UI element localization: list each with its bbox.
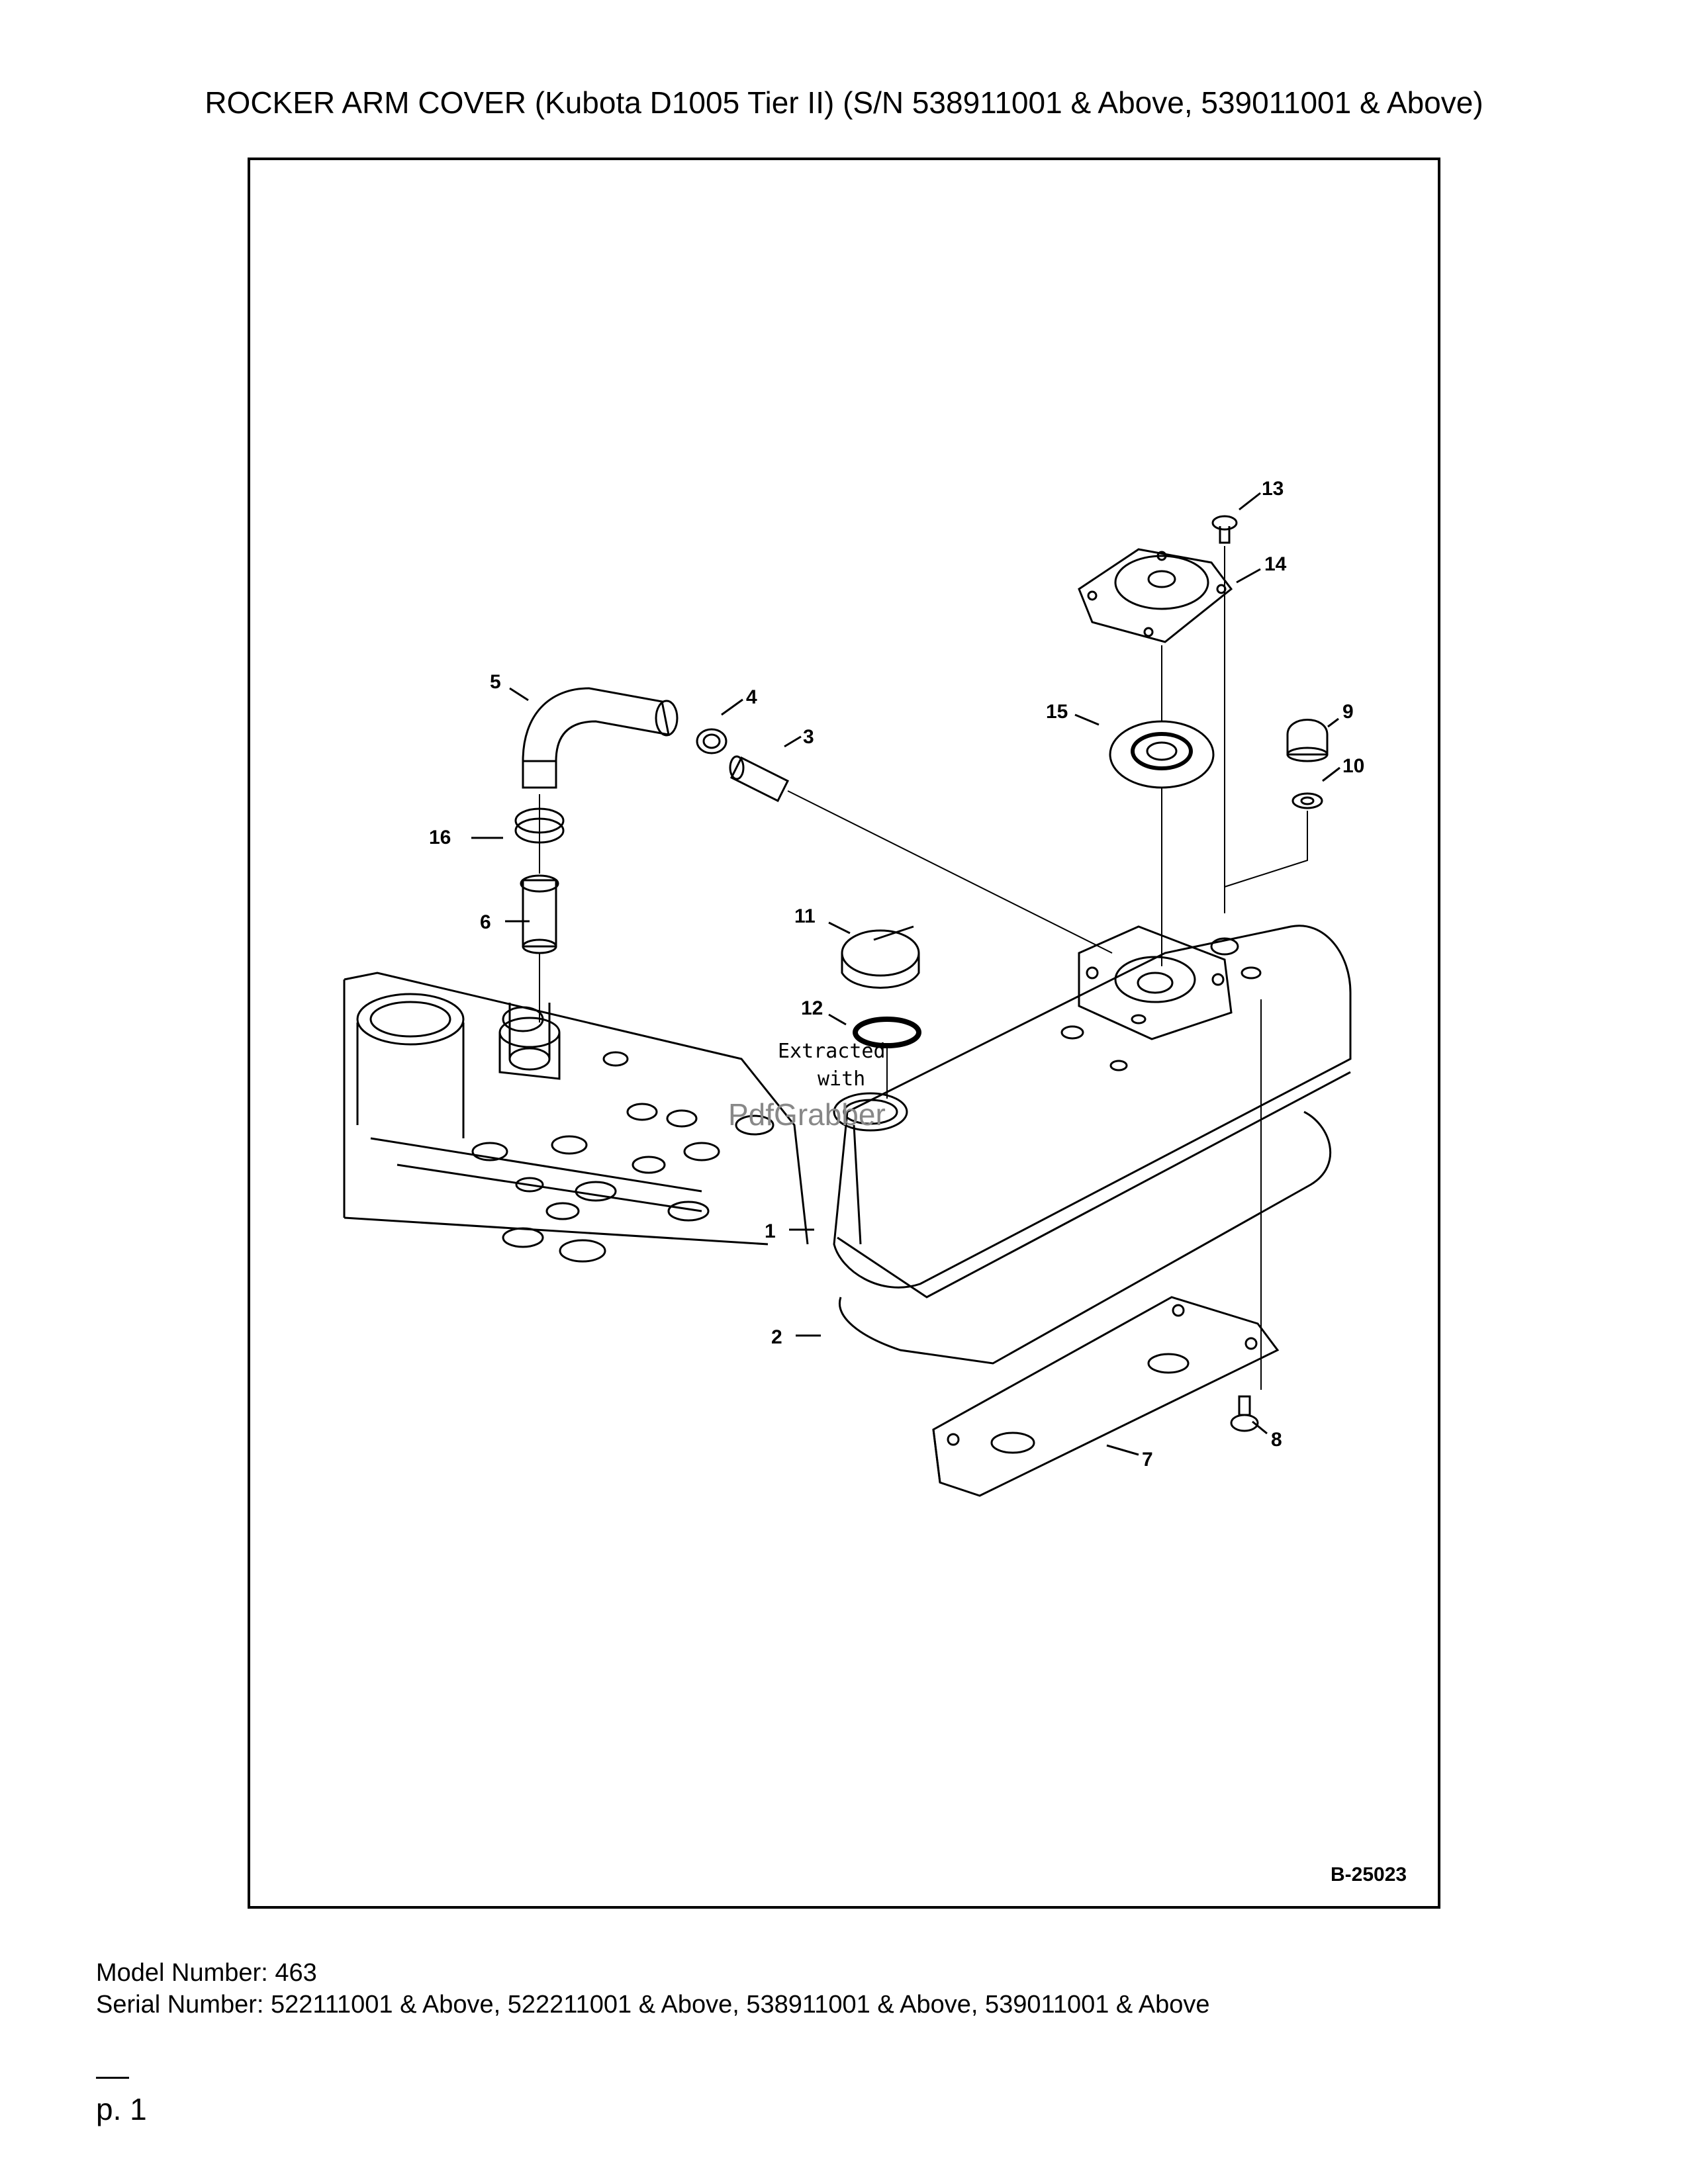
- bracket-plate-part-7: [932, 1296, 1280, 1497]
- callout-12: 12: [801, 997, 823, 1019]
- callout-11: 11: [794, 905, 816, 927]
- clip-part-4: [696, 728, 727, 754]
- breather-housing: [1078, 925, 1233, 1040]
- figure-code: B-25023: [1331, 1864, 1407, 1886]
- breather-cover-part-14: [1078, 548, 1233, 643]
- pipe-part-3: [729, 755, 790, 803]
- watermark-line2: with: [818, 1068, 865, 1091]
- page-number-rule: [96, 2077, 129, 2079]
- pdfgrabber-watermark: Extracted with PdfGrabber: [728, 1040, 886, 1132]
- diagram-frame: [248, 158, 1440, 1909]
- serial-number: Serial Number: 522111001 & Above, 522211…: [96, 1991, 1210, 2019]
- callout-leaders: [471, 492, 1340, 1456]
- diaphragm-part-15: [1109, 720, 1215, 789]
- gasket-part-2: [839, 1111, 1331, 1365]
- watermark-line1: Extracted: [778, 1040, 886, 1063]
- callout-3: 3: [803, 726, 814, 748]
- model-number: Model Number: 463: [96, 1959, 317, 1987]
- callout-13: 13: [1262, 478, 1284, 500]
- callout-8: 8: [1271, 1429, 1282, 1451]
- assembly-lines: [539, 546, 1308, 1390]
- hose-part-5: [522, 687, 679, 789]
- cylinder-head-illustration: [343, 972, 809, 1263]
- page-number: p. 1: [96, 2092, 147, 2126]
- callout-15: 15: [1046, 701, 1068, 723]
- callout-6: 6: [480, 911, 491, 933]
- cap-nut-part-9: [1286, 719, 1329, 762]
- callout-5: 5: [490, 671, 501, 693]
- callout-2: 2: [771, 1326, 782, 1348]
- oil-filler-cap-part-11: [841, 925, 920, 989]
- callout-14: 14: [1264, 553, 1287, 575]
- washer-part-10: [1291, 792, 1323, 809]
- page-title: ROCKER ARM COVER (Kubota D1005 Tier II) …: [205, 85, 1483, 120]
- callout-16: 16: [429, 827, 451, 848]
- callout-numbers: 1 2 3 4 5 6 7 8 9 10 11 12 13 14 15 16 B…: [429, 478, 1407, 1886]
- callout-4: 4: [746, 686, 757, 708]
- rocker-arm-cover-part-1: [833, 925, 1352, 1298]
- screw-part-13: [1211, 515, 1238, 544]
- fitting-part-6: [520, 874, 559, 954]
- callout-1: 1: [765, 1220, 776, 1242]
- bolt-part-8: [1230, 1395, 1259, 1432]
- watermark-line3: PdfGrabber: [728, 1097, 886, 1132]
- callout-7: 7: [1142, 1449, 1153, 1471]
- callout-10: 10: [1342, 755, 1364, 777]
- callout-9: 9: [1342, 701, 1354, 723]
